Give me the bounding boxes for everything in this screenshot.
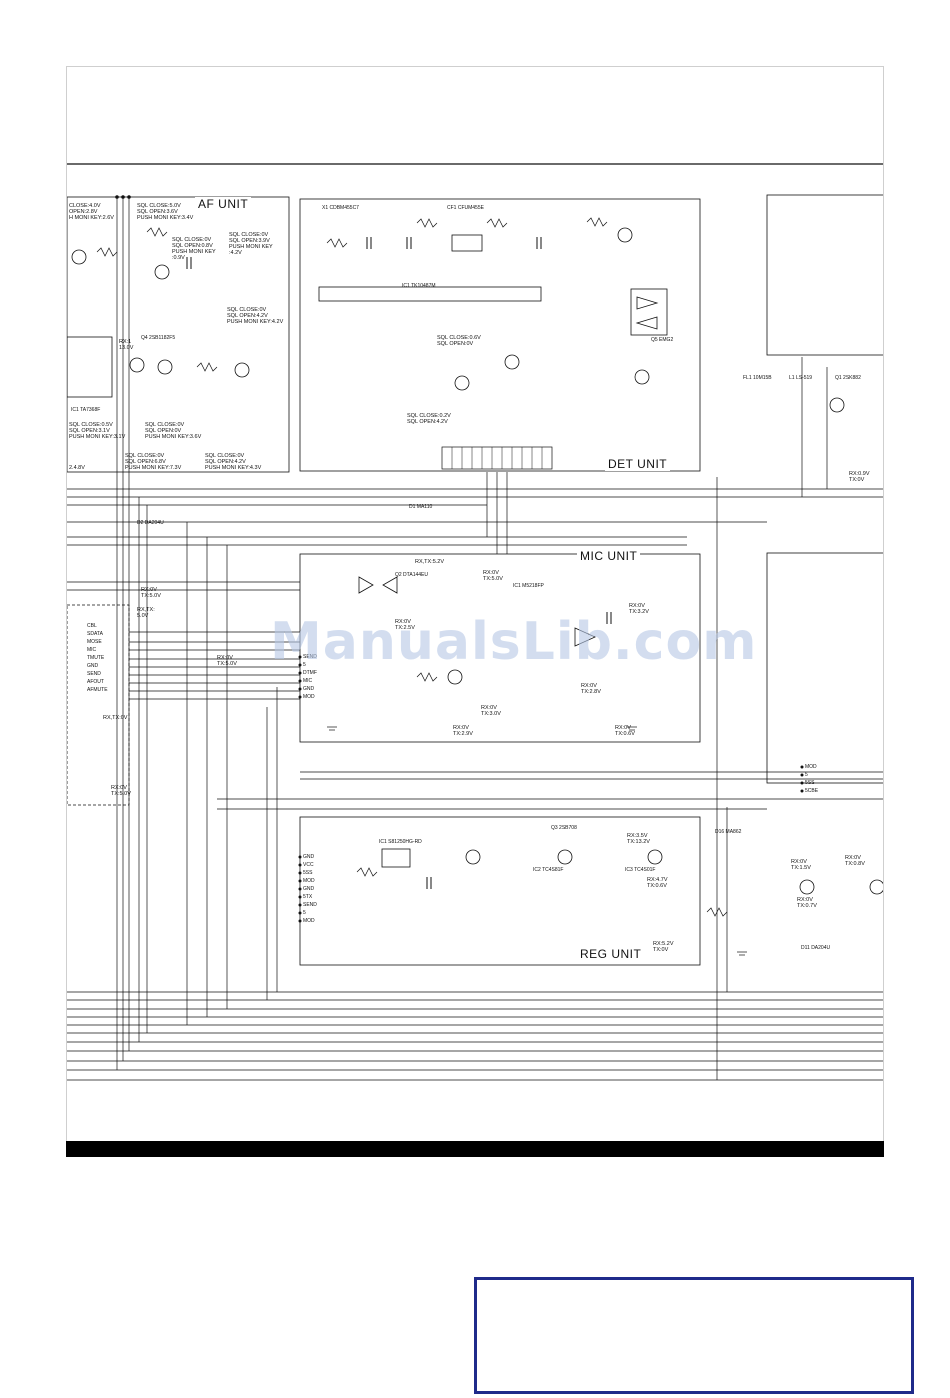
left-pin-6: SEND bbox=[87, 671, 101, 677]
det-unit-title: DET UNIT bbox=[605, 457, 671, 471]
mic-pin-2: DTMF bbox=[303, 670, 317, 676]
note-mic-rx3: RX:0V TX:2.8V bbox=[581, 683, 601, 695]
part-l1: L1 LS-519 bbox=[789, 375, 813, 381]
watermark: ManualsLib.com bbox=[270, 612, 758, 672]
af-unit-box bbox=[67, 196, 290, 473]
note-right-rx2: RX:0V TX:1.5V bbox=[791, 859, 811, 871]
left-pin-8: AFMUTE bbox=[87, 687, 108, 693]
note-det-sql: SQL CLOSE:0.6V SQL OPEN:0V bbox=[437, 335, 481, 347]
note-af-sql8: SQL CLOSE:0V SQL OPEN:4.2V PUSH MONI KEY… bbox=[205, 453, 262, 471]
reg-pin-3: MOD bbox=[303, 878, 315, 884]
part-q2-mic: Q2 DTA144EU bbox=[395, 572, 428, 578]
part-ic2-reg: IC2 TC4S81F bbox=[533, 867, 564, 873]
part-q1: Q1 2SK882 bbox=[835, 375, 861, 381]
part-q5-det: Q5 EMG2 bbox=[651, 337, 674, 343]
note-mic-rx5: RX:0V TX:2.9V bbox=[453, 725, 473, 737]
reg-pin-4: GND bbox=[303, 886, 315, 892]
reg-pin-8: MOD bbox=[303, 918, 315, 924]
right-top-box bbox=[766, 194, 883, 356]
note-left-rx1: RX:0V TX:5.0V bbox=[141, 587, 161, 599]
note-af-sql4: SQL CLOSE:0V SQL OPEN:4.2V PUSH MONI KEY… bbox=[227, 307, 284, 325]
right-middle-box bbox=[766, 552, 883, 784]
note-left-rx3: RX:0V TX:5.0V bbox=[217, 655, 237, 667]
left-pin-5: GND bbox=[87, 663, 99, 669]
note-reg-rx3: RX:5.2V TX:0V bbox=[653, 941, 674, 953]
note-mic-rxtx: RX,TX:5.2V bbox=[415, 559, 445, 565]
note-mic-rx2: RX:0V TX:2.5V bbox=[395, 619, 415, 631]
reg-pin-2: 5SS bbox=[303, 870, 313, 876]
part-cf1: CF1 CFUM455E bbox=[447, 205, 484, 211]
part-ic-mic: IC1 M5218FP bbox=[513, 583, 544, 589]
note-mic-rx6: RX:0V TX:0.6V bbox=[615, 725, 635, 737]
mic-pin-5: MOD bbox=[303, 694, 315, 700]
note-af-48: 2.4.8V bbox=[69, 465, 85, 471]
note-det-sql2: SQL CLOSE:0.2V SQL OPEN:4.2V bbox=[407, 413, 451, 425]
mic-unit-box bbox=[299, 553, 701, 743]
bottom-bar bbox=[66, 1141, 884, 1157]
note-af-sql7: SQL CLOSE:0V SQL OPEN:6.8V PUSH MONI KEY… bbox=[125, 453, 182, 471]
note-reg-rx1: RX:3.5V TX:13.2V bbox=[627, 833, 650, 845]
note-af-left-top: CLOSE:4.0V OPEN:2.8V H MONI KEY:2.6V bbox=[69, 203, 114, 221]
note-af-rx: RX:1 13.0V bbox=[119, 339, 134, 351]
part-fl1: FL1 10M15B bbox=[743, 375, 772, 381]
reg-pin-1: VCC bbox=[303, 862, 314, 868]
reg-unit-box bbox=[299, 816, 701, 966]
det-unit-box bbox=[299, 198, 701, 472]
note-right-rx3: RX:0V TX:0.7V bbox=[797, 897, 817, 909]
left-pin-1: SDATA bbox=[87, 631, 103, 637]
right-pin-0: MOD bbox=[805, 764, 817, 770]
reg-pin-5: 5TX bbox=[303, 894, 313, 900]
part-d1: D1 MA110 bbox=[409, 504, 433, 510]
right-pin-3: 5CBE bbox=[805, 788, 819, 794]
note-af-sql2: SQL CLOSE:0V SQL OPEN:0.8V PUSH MONI KEY… bbox=[172, 237, 216, 261]
note-right-rx4: RX:0V TX:0.8V bbox=[845, 855, 865, 867]
left-pin-3: MIC bbox=[87, 647, 97, 653]
part-ic-af: IC1 TA7368F bbox=[71, 407, 101, 413]
info-box bbox=[474, 1277, 914, 1394]
part-ic3-reg: IC3 TC4S01F bbox=[625, 867, 656, 873]
note-left-rx2: RX,TX: 5.0V bbox=[137, 607, 155, 619]
part-ic-reg: IC1 S81250HG-RD bbox=[379, 839, 422, 845]
part-d2: D2 DA204U bbox=[137, 520, 164, 526]
note-reg-rx2: RX:4.7V TX:0.6V bbox=[647, 877, 668, 889]
note-mic-rx0: RX:0V TX:5.0V bbox=[483, 570, 503, 582]
note-mic-rx4: RX:0V TX:3.0V bbox=[481, 705, 501, 717]
left-pin-2: MOSE bbox=[87, 639, 102, 645]
mic-pin-1: 5 bbox=[303, 662, 306, 668]
mic-unit-title: MIC UNIT bbox=[577, 549, 641, 563]
af-unit-title: AF UNIT bbox=[195, 197, 252, 211]
reg-pin-7: 5 bbox=[303, 910, 306, 916]
schematic-wiring bbox=[67, 163, 883, 1081]
mic-pin-0: SEND bbox=[303, 654, 317, 660]
reg-pin-0: GND bbox=[303, 854, 315, 860]
note-af-sql5: SQL CLOSE:0V SQL OPEN:0V PUSH MONI KEY:3… bbox=[145, 422, 202, 440]
left-pin-0: CBL bbox=[87, 623, 97, 629]
note-af-sql3: SQL CLOSE:0V SQL OPEN:3.9V PUSH MONI KEY… bbox=[229, 232, 273, 256]
left-pin-7: AFOUT bbox=[87, 679, 104, 685]
part-q4-af: Q4 2SB1182F5 bbox=[141, 335, 176, 341]
note-right-rx1: RX:0.9V TX:0V bbox=[849, 471, 870, 483]
reg-unit-title: REG UNIT bbox=[577, 947, 645, 961]
note-mic-rx1: RX:0V TX:3.2V bbox=[629, 603, 649, 615]
mic-pin-3: MIC bbox=[303, 678, 313, 684]
part-x1: X1 CDBM455C7 bbox=[322, 205, 359, 211]
mic-pin-4: GND bbox=[303, 686, 315, 692]
note-left-rx5: RX:0V TX:5.0V bbox=[111, 785, 131, 797]
right-pin-2: 5SS bbox=[805, 780, 815, 786]
schematic-sheet: AF UNIT DET UNIT MIC UNIT REG UNIT CLOSE… bbox=[66, 66, 884, 1156]
reg-pin-6: SEND bbox=[303, 902, 317, 908]
part-d11: D11 DA204U bbox=[801, 945, 831, 951]
part-q3-reg: Q3 2SB708 bbox=[551, 825, 577, 831]
part-d16: D16 MA862 bbox=[715, 829, 742, 835]
left-pin-4: TMUTE bbox=[87, 655, 105, 661]
note-af-sql6: SQL CLOSE:0.5V SQL OPEN:3.1V PUSH MONI K… bbox=[69, 422, 126, 440]
part-ic-det: IC1 TK10487M bbox=[402, 283, 436, 289]
note-left-rx4: RX,TX:0V bbox=[103, 715, 128, 721]
right-pin-1: 5 bbox=[805, 772, 808, 778]
note-af-sql1: SQL CLOSE:5.0V SQL OPEN:3.6V PUSH MONI K… bbox=[137, 203, 194, 221]
